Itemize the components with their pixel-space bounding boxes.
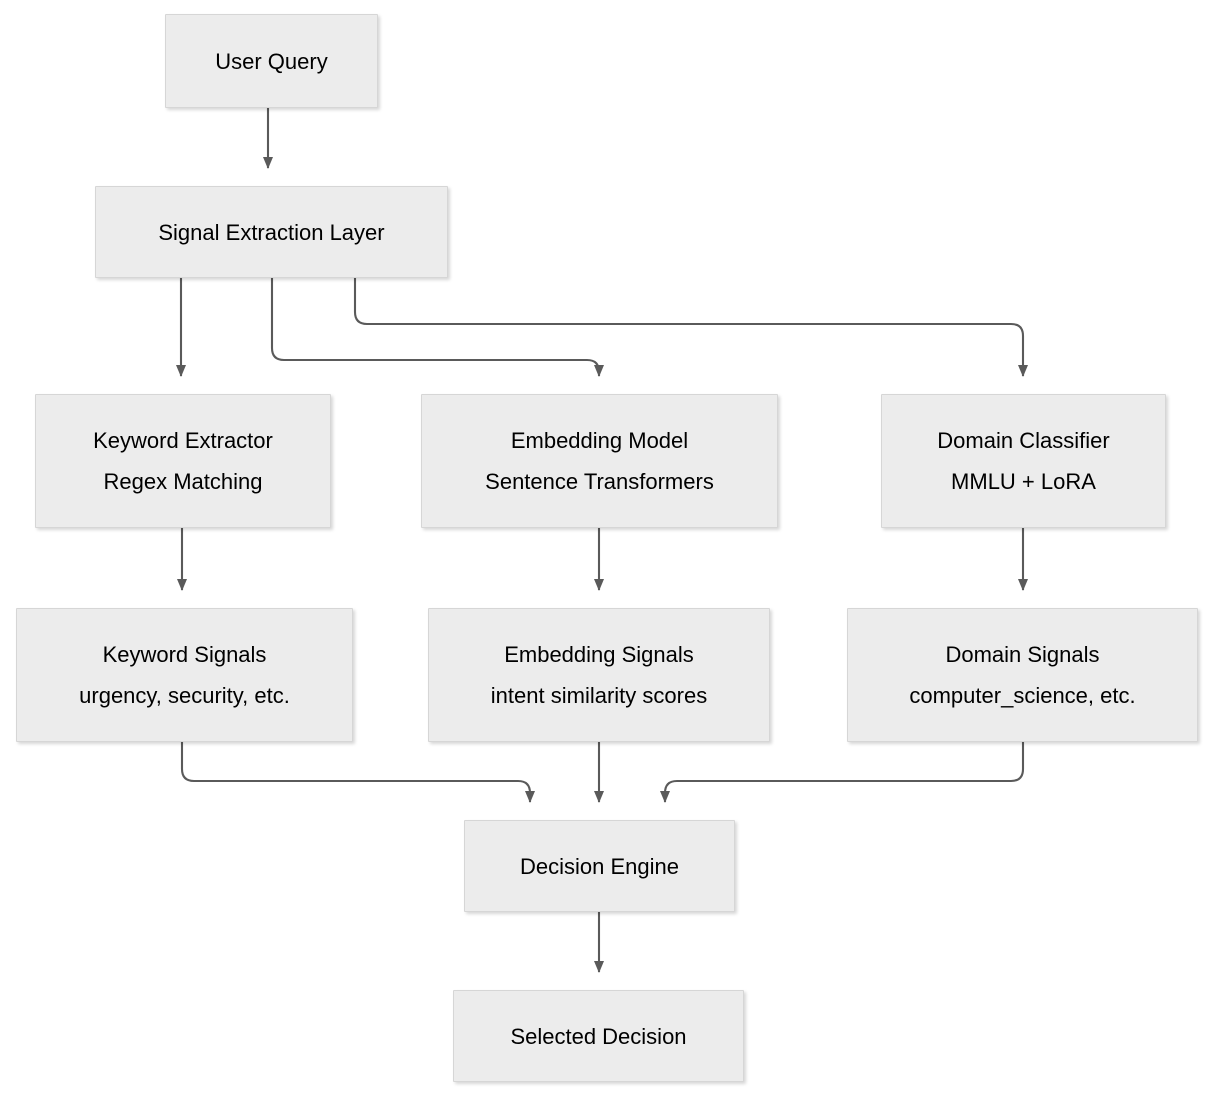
node-keyword-extractor-label: Keyword Extractor (93, 428, 273, 453)
node-decision-engine-label: Decision Engine (520, 853, 679, 879)
node-signal-extraction-layer-label: Signal Extraction Layer (158, 219, 385, 245)
node-user-query[interactable]: User Query (165, 14, 378, 108)
node-domain-classifier-sublabel: MMLU + LoRA (951, 469, 1096, 494)
node-embedding-model-label: Embedding Model (510, 428, 689, 453)
node-signal-extraction-layer[interactable]: Signal Extraction Layer (95, 186, 448, 278)
edge-signal-extraction-to-embedding-model (270, 278, 604, 377)
node-embedding-signals[interactable]: Embedding Signals intent similarity scor… (428, 608, 770, 742)
node-domain-classifier[interactable]: Domain Classifier MMLU + LoRA (881, 394, 1166, 528)
node-domain-signals-sublabel: computer_science, etc. (909, 683, 1136, 708)
node-keyword-extractor-sublabel: Regex Matching (103, 469, 263, 494)
node-keyword-signals-sublabel: urgency, security, etc. (79, 683, 290, 708)
node-selected-decision-label: Selected Decision (510, 1023, 687, 1049)
edge-keyword-signals-to-decision-engine (180, 742, 535, 803)
node-keyword-signals[interactable]: Keyword Signals urgency, security, etc. (16, 608, 353, 742)
node-embedding-model[interactable]: Embedding Model Sentence Transformers (421, 394, 778, 528)
node-decision-engine[interactable]: Decision Engine (464, 820, 735, 912)
edge-domain-signals-to-decision-engine (660, 742, 1025, 803)
node-keyword-extractor[interactable]: Keyword Extractor Regex Matching (35, 394, 331, 528)
node-domain-signals-label: Domain Signals (945, 642, 1100, 667)
node-selected-decision[interactable]: Selected Decision (453, 990, 744, 1082)
node-keyword-signals-label: Keyword Signals (102, 642, 267, 667)
node-embedding-model-sublabel: Sentence Transformers (485, 469, 714, 494)
node-domain-signals[interactable]: Domain Signals computer_science, etc. (847, 608, 1198, 742)
node-embedding-signals-label: Embedding Signals (504, 642, 694, 667)
edge-signal-extraction-to-domain-classifier (353, 278, 1028, 377)
node-domain-classifier-label: Domain Classifier (937, 428, 1110, 453)
node-embedding-signals-sublabel: intent similarity scores (490, 683, 708, 708)
node-user-query-label: User Query (215, 48, 328, 74)
